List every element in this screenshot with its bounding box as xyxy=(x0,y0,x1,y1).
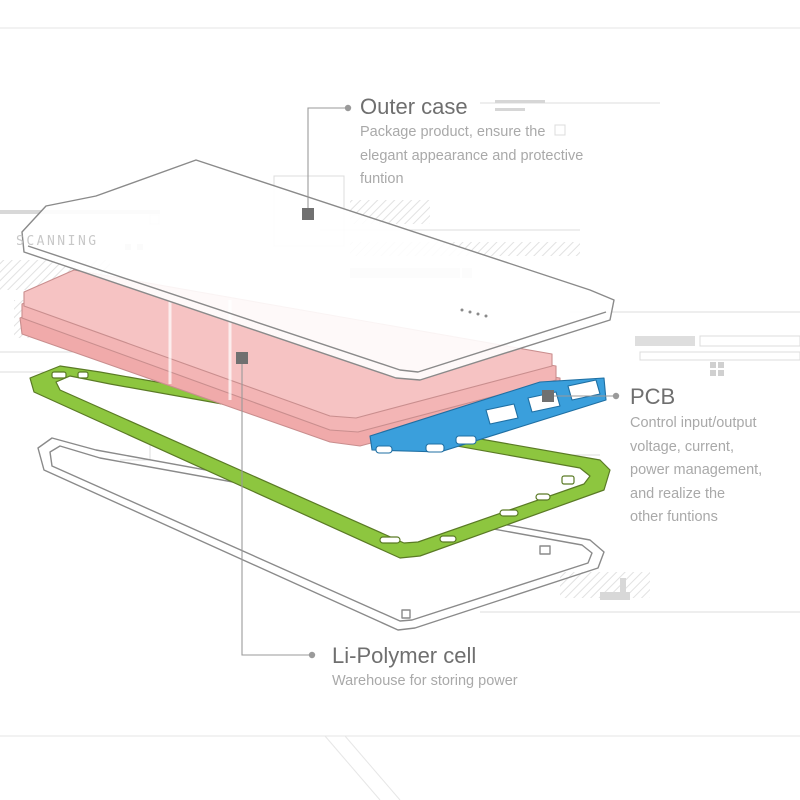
outer-case-marker xyxy=(302,208,314,220)
cell-leader xyxy=(241,358,310,656)
outer-case-title: Outer case xyxy=(360,94,468,119)
pcb-desc-line: and realize the xyxy=(630,485,726,502)
cell-marker xyxy=(236,352,248,364)
outer-case-dot xyxy=(344,104,352,112)
pcb-dot xyxy=(612,392,620,400)
green-inner-frame xyxy=(29,365,611,559)
outer-case-desc-line: funtion xyxy=(360,171,404,187)
pcb-desc-line: voltage, current, xyxy=(630,438,734,455)
leader-dots xyxy=(308,104,620,659)
li-polymer-cell xyxy=(19,269,561,447)
pcb-desc-line: other funtions xyxy=(630,509,718,525)
outer-case-desc-line: Package product, ensure the xyxy=(360,124,546,140)
leader-lines xyxy=(241,107,616,656)
cell-desc-line: Warehouse for storing power xyxy=(332,673,518,689)
square-marker-icon xyxy=(236,208,554,402)
pcb-marker xyxy=(542,390,554,402)
outer-case-description: Package product, ensure the elegant appe… xyxy=(360,121,583,192)
outer-case xyxy=(21,159,615,381)
outer-case-leader xyxy=(307,107,348,214)
cell-description: Warehouse for storing power xyxy=(332,670,518,694)
pcb-title: PCB xyxy=(630,384,676,409)
micro-usb-port-icon xyxy=(375,435,477,454)
pcb-desc-line: power management, xyxy=(630,462,763,478)
pcb-desc-line: Control input/output xyxy=(630,415,757,431)
cell-dot xyxy=(308,651,316,659)
pcb-description: Control input/output voltage, current, p… xyxy=(630,412,762,530)
bottom-case-frame xyxy=(37,437,605,631)
scanning-text: SCANNING xyxy=(16,234,99,249)
outer-case-desc-line: elegant appearance and protective xyxy=(360,147,584,164)
cell-title: Li-Polymer cell xyxy=(332,643,477,668)
